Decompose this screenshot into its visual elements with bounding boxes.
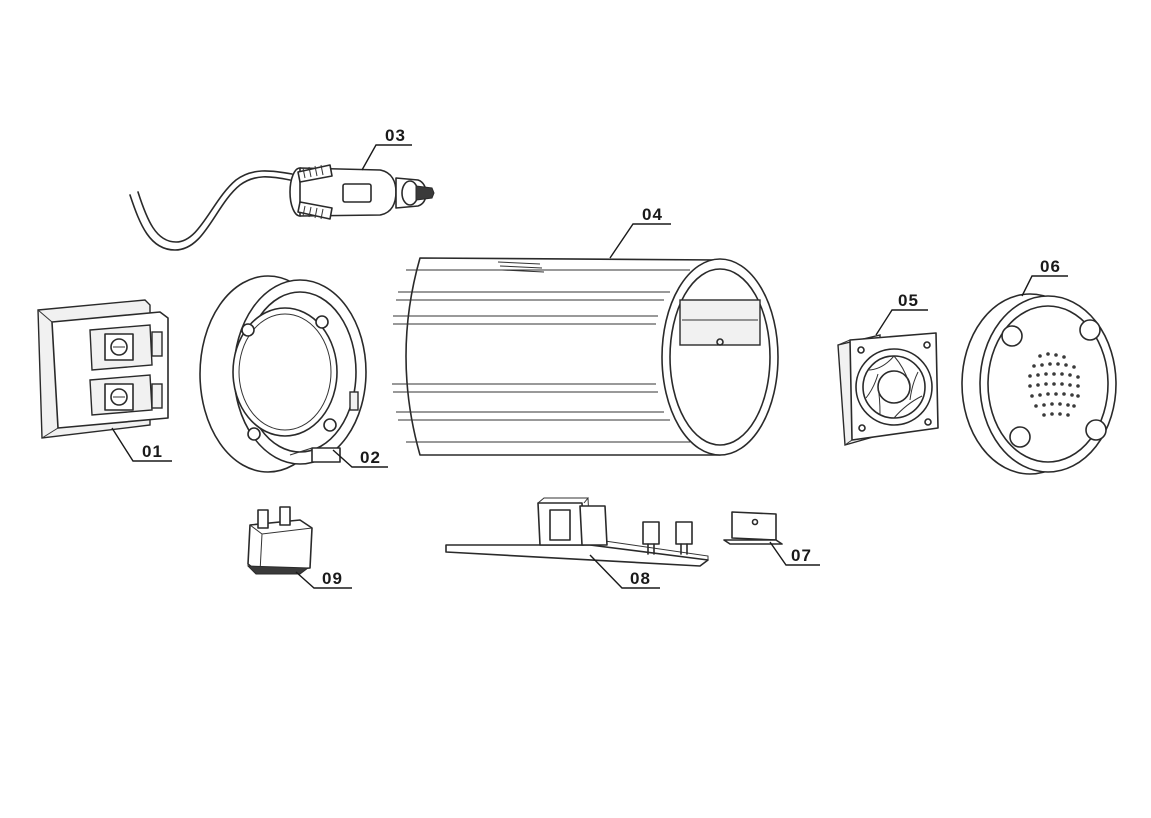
part-label-09: 09 [322, 569, 343, 588]
part-01-rocker-switch [37, 299, 169, 439]
part-04-housing-tube [392, 257, 779, 456]
part-label-01: 01 [142, 442, 163, 461]
part-label-03: 03 [385, 126, 406, 145]
callout-01: 01 [111, 427, 172, 462]
part-label-05: 05 [898, 291, 919, 310]
callout-04: 04 [609, 205, 671, 259]
part-label-08: 08 [630, 569, 651, 588]
part-03-cigarette-lighter-plug [129, 164, 435, 251]
callout-07: 07 [769, 541, 820, 566]
speaker-vent-holes [1028, 352, 1080, 417]
part-05-cooling-fan [837, 332, 939, 446]
callout-02: 02 [332, 448, 388, 468]
callout-03: 03 [361, 126, 412, 171]
callout-05: 05 [875, 291, 928, 336]
callout-09: 09 [295, 569, 352, 589]
part-06-rear-end-cap [961, 293, 1117, 475]
part-08-circuit-board [445, 497, 709, 567]
part-label-02: 02 [360, 448, 381, 467]
part-label-06: 06 [1040, 257, 1061, 276]
callout-08: 08 [589, 554, 660, 589]
part-09-relay [246, 506, 313, 575]
callout-06: 06 [1021, 257, 1068, 297]
part-02-end-ring [199, 275, 367, 473]
part-07-bracket [723, 511, 783, 545]
part-label-04: 04 [642, 205, 663, 224]
part-label-07: 07 [791, 546, 812, 565]
